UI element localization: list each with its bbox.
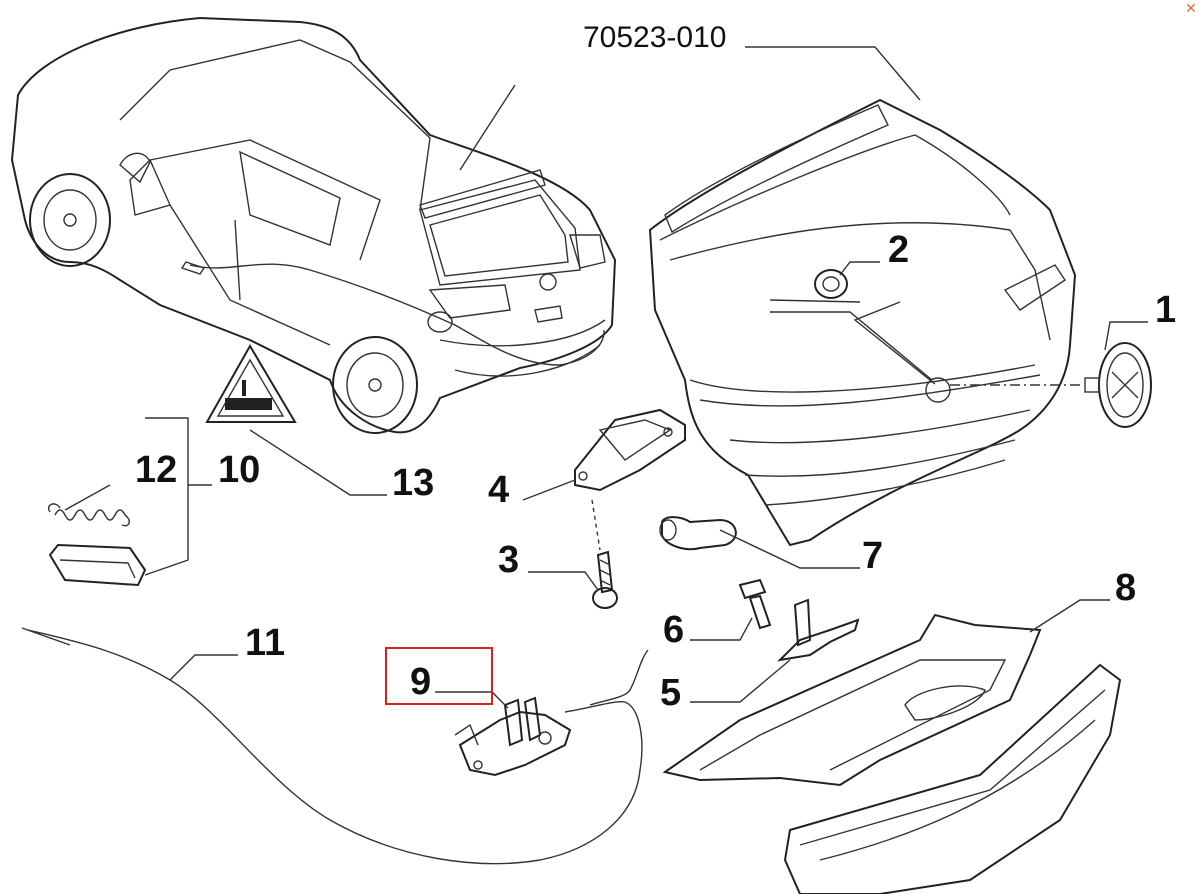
part-9-latch <box>454 696 572 777</box>
highlight-box-part-9 <box>385 647 493 705</box>
part-8-trim-panel <box>662 613 1042 787</box>
label-part-5[interactable]: 5 <box>660 672 681 714</box>
label-part-6[interactable]: 6 <box>663 609 684 651</box>
part-4-motor <box>574 408 686 492</box>
leader-line <box>459 84 516 171</box>
part-10-handle <box>48 543 147 587</box>
part-1-emblem <box>1084 342 1152 428</box>
close-icon[interactable]: ✕ <box>1185 0 1197 16</box>
part-12-spring <box>48 503 130 527</box>
label-part-13[interactable]: 13 <box>392 462 434 504</box>
part-5-striker <box>777 598 860 662</box>
part-6-bolt <box>738 578 772 630</box>
label-part-7[interactable]: 7 <box>862 535 883 577</box>
latch-cable <box>27 629 643 865</box>
part-3-screw <box>591 499 618 609</box>
part-13-warning-sticker <box>205 344 297 423</box>
small-cable <box>589 649 649 706</box>
label-part-4[interactable]: 4 <box>488 469 509 511</box>
label-part-2[interactable]: 2 <box>888 229 909 271</box>
label-part-3[interactable]: 3 <box>498 539 519 581</box>
part-7-bumper-stop <box>659 516 737 551</box>
car-illustration <box>10 16 617 434</box>
tailgate-illustration <box>648 98 1077 547</box>
label-part-8[interactable]: 8 <box>1115 567 1136 609</box>
part-2-grommet <box>814 269 848 299</box>
label-part-10[interactable]: 10 <box>218 449 260 491</box>
bumper-cover <box>783 663 1122 894</box>
label-part-1[interactable]: 1 <box>1155 289 1176 331</box>
ref-code-label: 70523-010 <box>583 21 726 54</box>
label-part-11[interactable]: 11 <box>245 622 285 664</box>
label-part-9[interactable]: 9 <box>410 661 431 703</box>
label-part-12[interactable]: 12 <box>135 449 177 491</box>
